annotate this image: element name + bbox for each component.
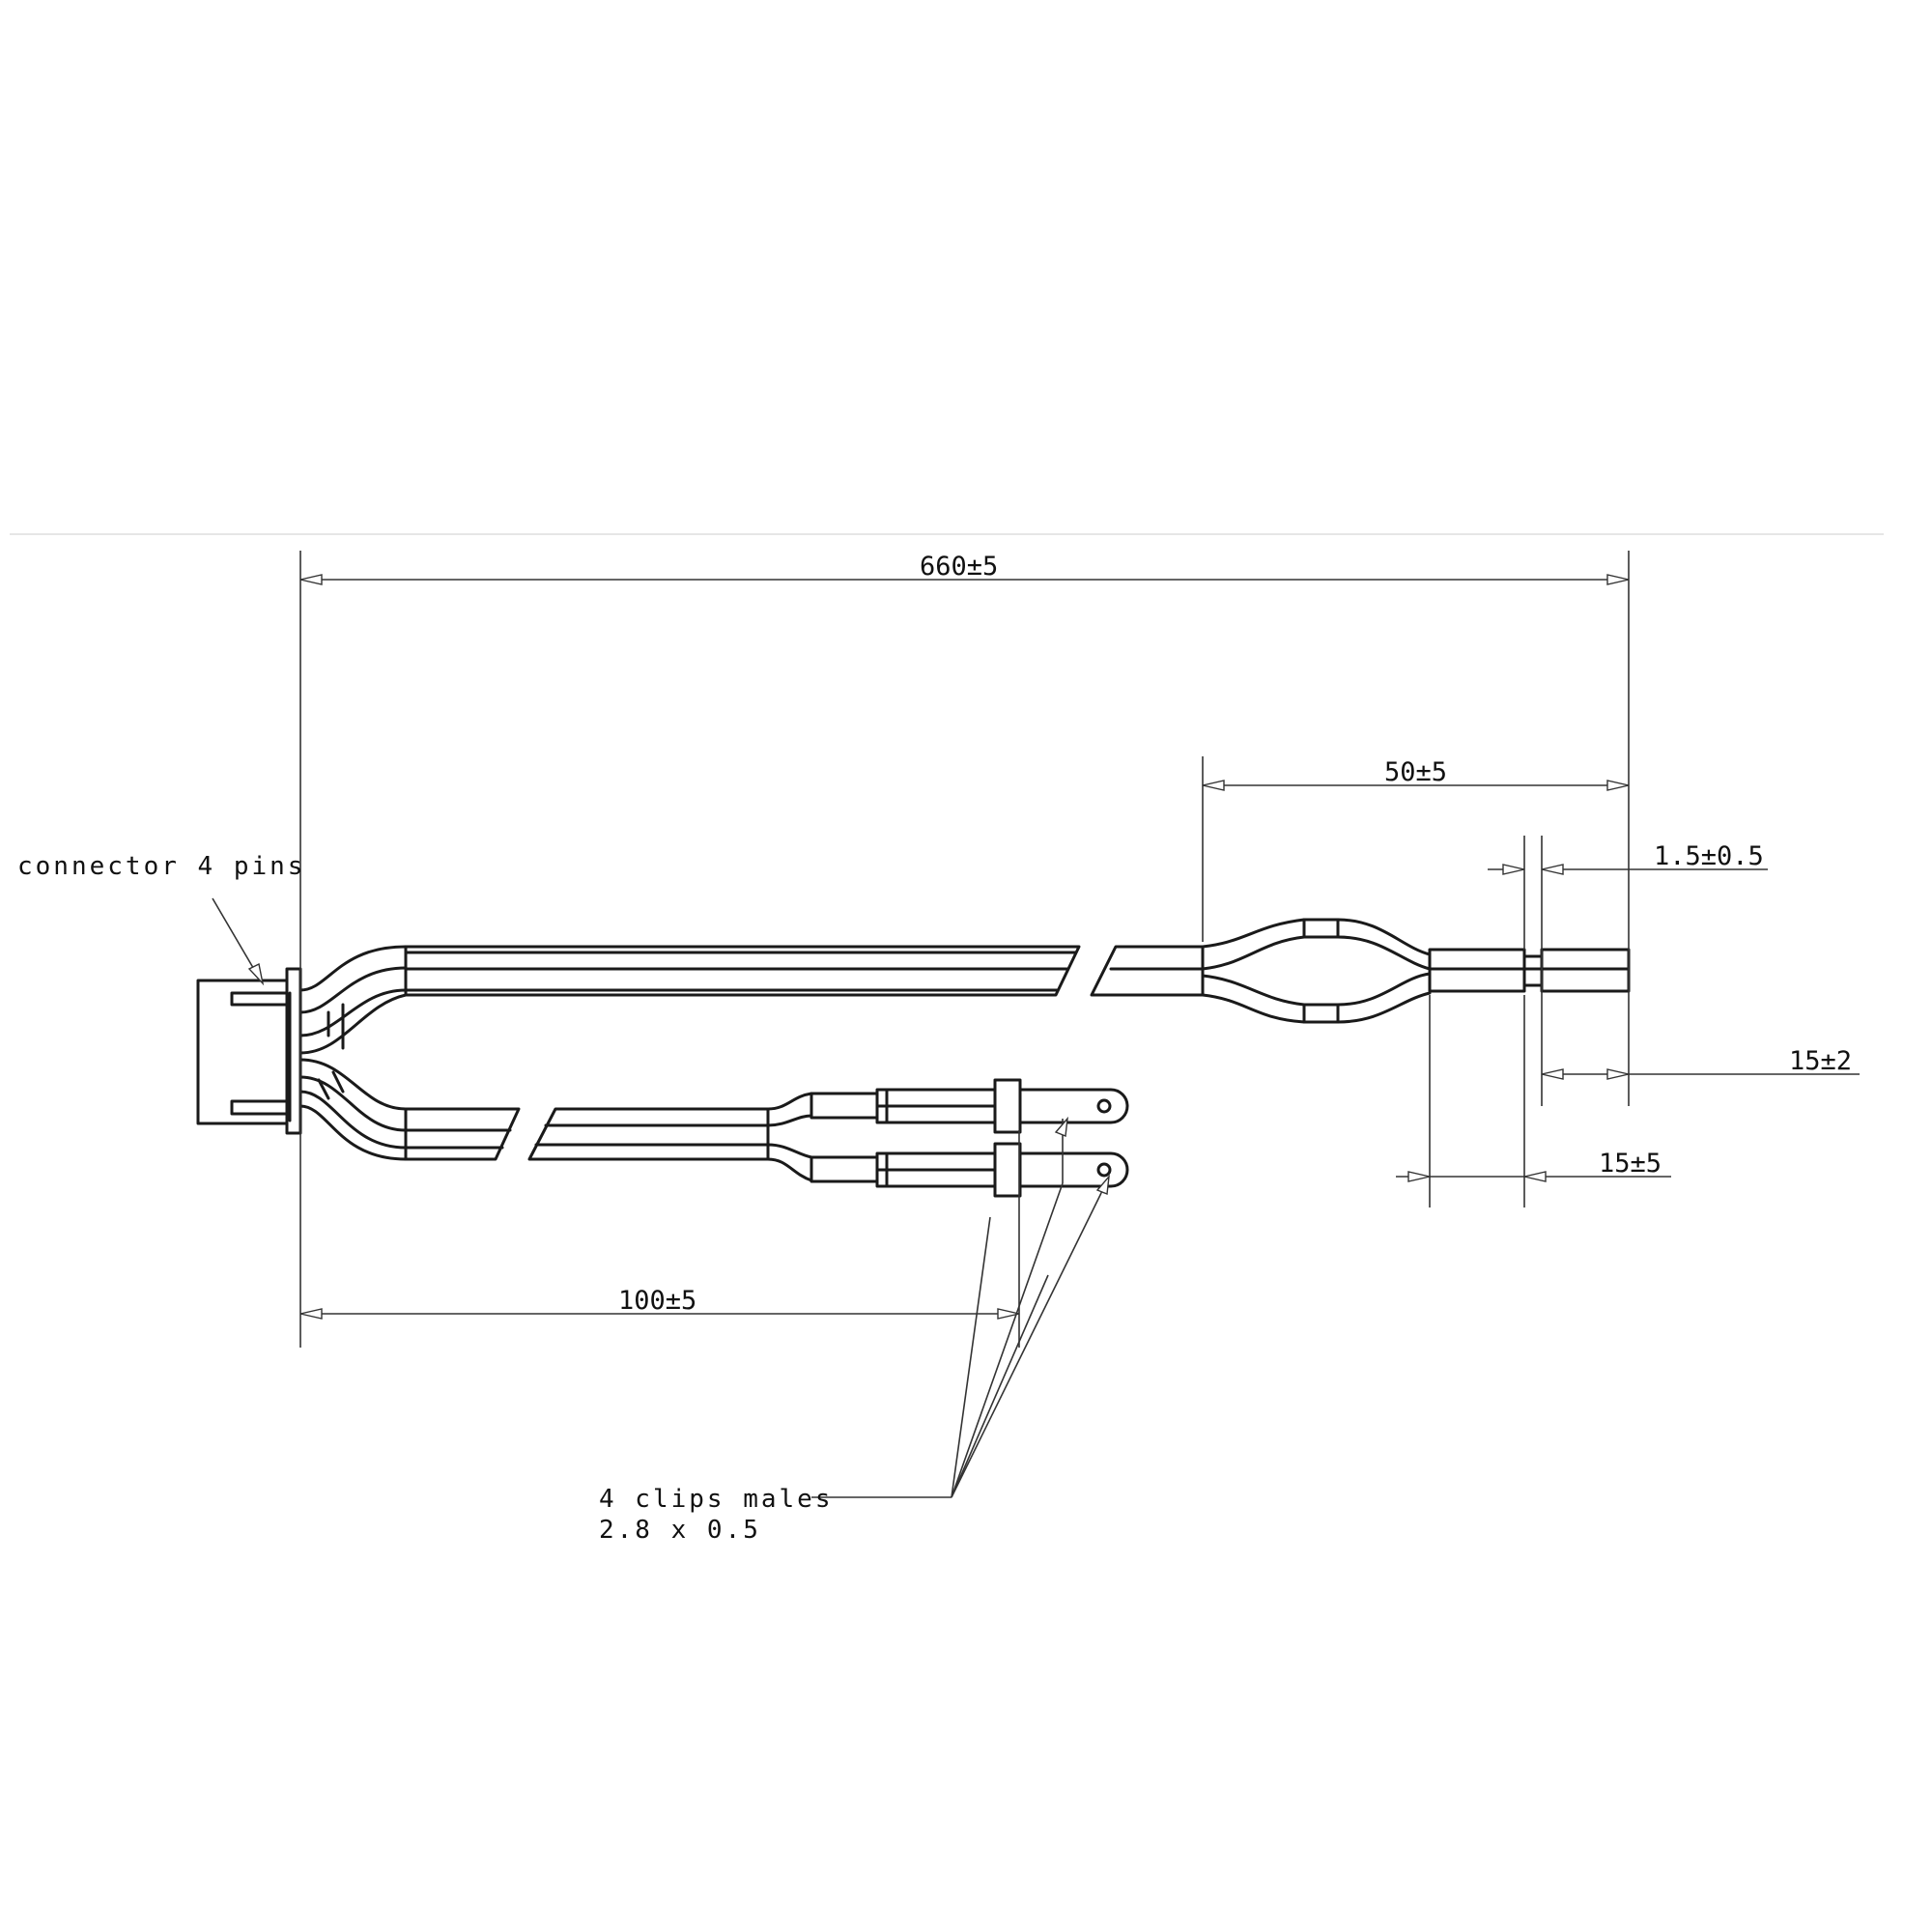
lower-cable	[404, 1107, 770, 1161]
dimension-15-2: 15±2	[1541, 1046, 1860, 1080]
connector-label: connector 4 pins	[17, 852, 305, 881]
connector-callout: connector 4 pins	[17, 852, 305, 986]
dim-50-label: 50±5	[1384, 757, 1447, 787]
lower-branch-split	[766, 1078, 1129, 1198]
dim-15-2-label: 15±2	[1789, 1046, 1852, 1076]
dim-15-5-label: 15±5	[1599, 1149, 1662, 1179]
upper-branch-split	[1201, 918, 1432, 1024]
dimension-50: 50±5	[1202, 757, 1630, 791]
dim-1-5-label: 1.5±0.5	[1654, 841, 1764, 871]
clips-callout: 4 clips males 2.8 x 0.5	[599, 1116, 1110, 1545]
dimension-1-5: 1.5±0.5	[1488, 841, 1768, 875]
dim-100-label: 100±5	[618, 1286, 696, 1316]
upper-cable	[404, 945, 1205, 997]
dimension-660: 660±5	[299, 552, 1630, 585]
dimension-15-5: 15±5	[1396, 1149, 1671, 1182]
connector-wire-bend	[298, 945, 408, 1161]
dimension-100: 100±5	[299, 1286, 1020, 1320]
connector-4-pins	[196, 967, 302, 1135]
upper-sleeve-tip	[1428, 948, 1631, 993]
extension-lines	[299, 551, 1630, 1348]
dim-660-label: 660±5	[920, 552, 998, 582]
clips-label-line1: 4 clips males	[599, 1485, 834, 1514]
clips-label-line2: 2.8 x 0.5	[599, 1516, 761, 1545]
